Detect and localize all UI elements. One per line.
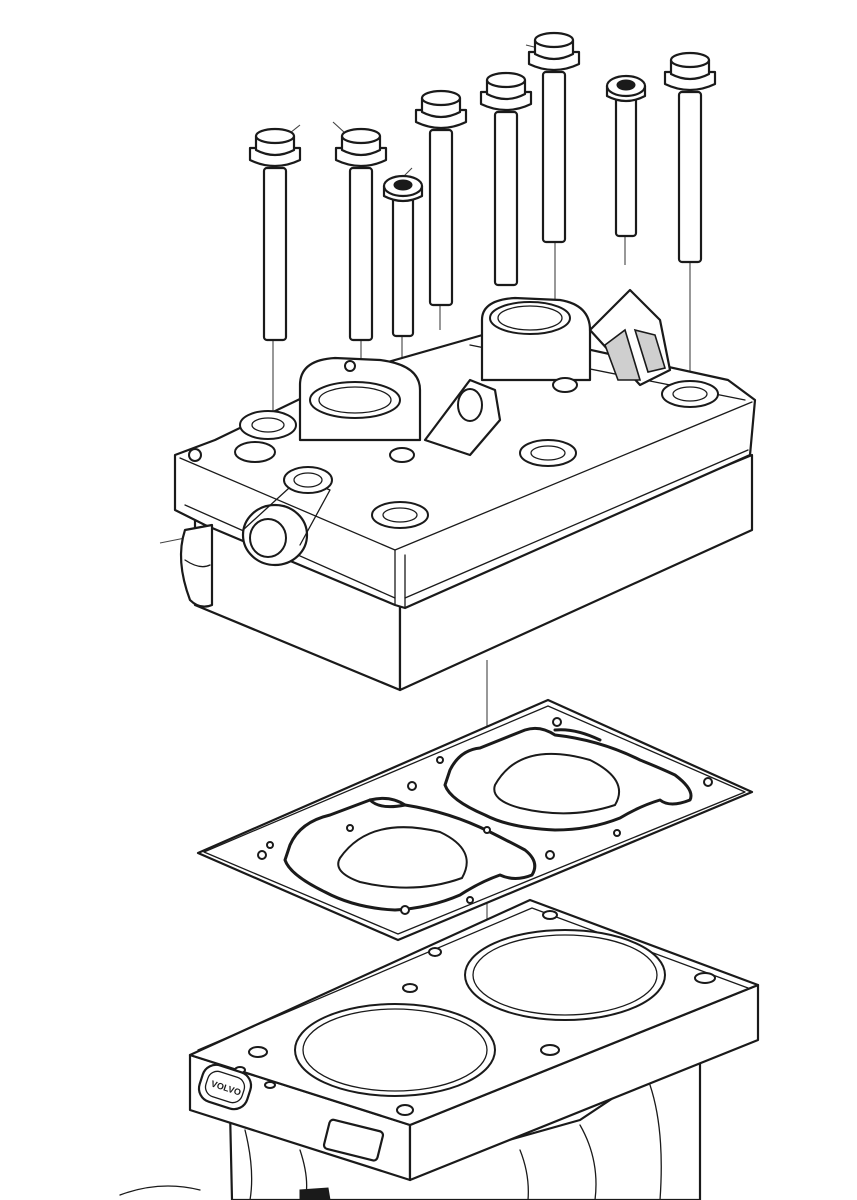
bolt-4 — [414, 89, 468, 307]
head-gasket — [196, 698, 754, 942]
cylinder-head — [173, 288, 757, 692]
bolt-8 — [663, 51, 717, 264]
bolt-2 — [334, 127, 388, 342]
cylinder-block — [119, 898, 760, 1200]
bolt-3 — [382, 174, 424, 338]
bolt-5 — [479, 71, 533, 287]
bolt-7 — [605, 74, 647, 238]
bolt-6 — [527, 31, 581, 244]
bolt-1 — [248, 127, 302, 342]
bolts — [248, 31, 717, 342]
